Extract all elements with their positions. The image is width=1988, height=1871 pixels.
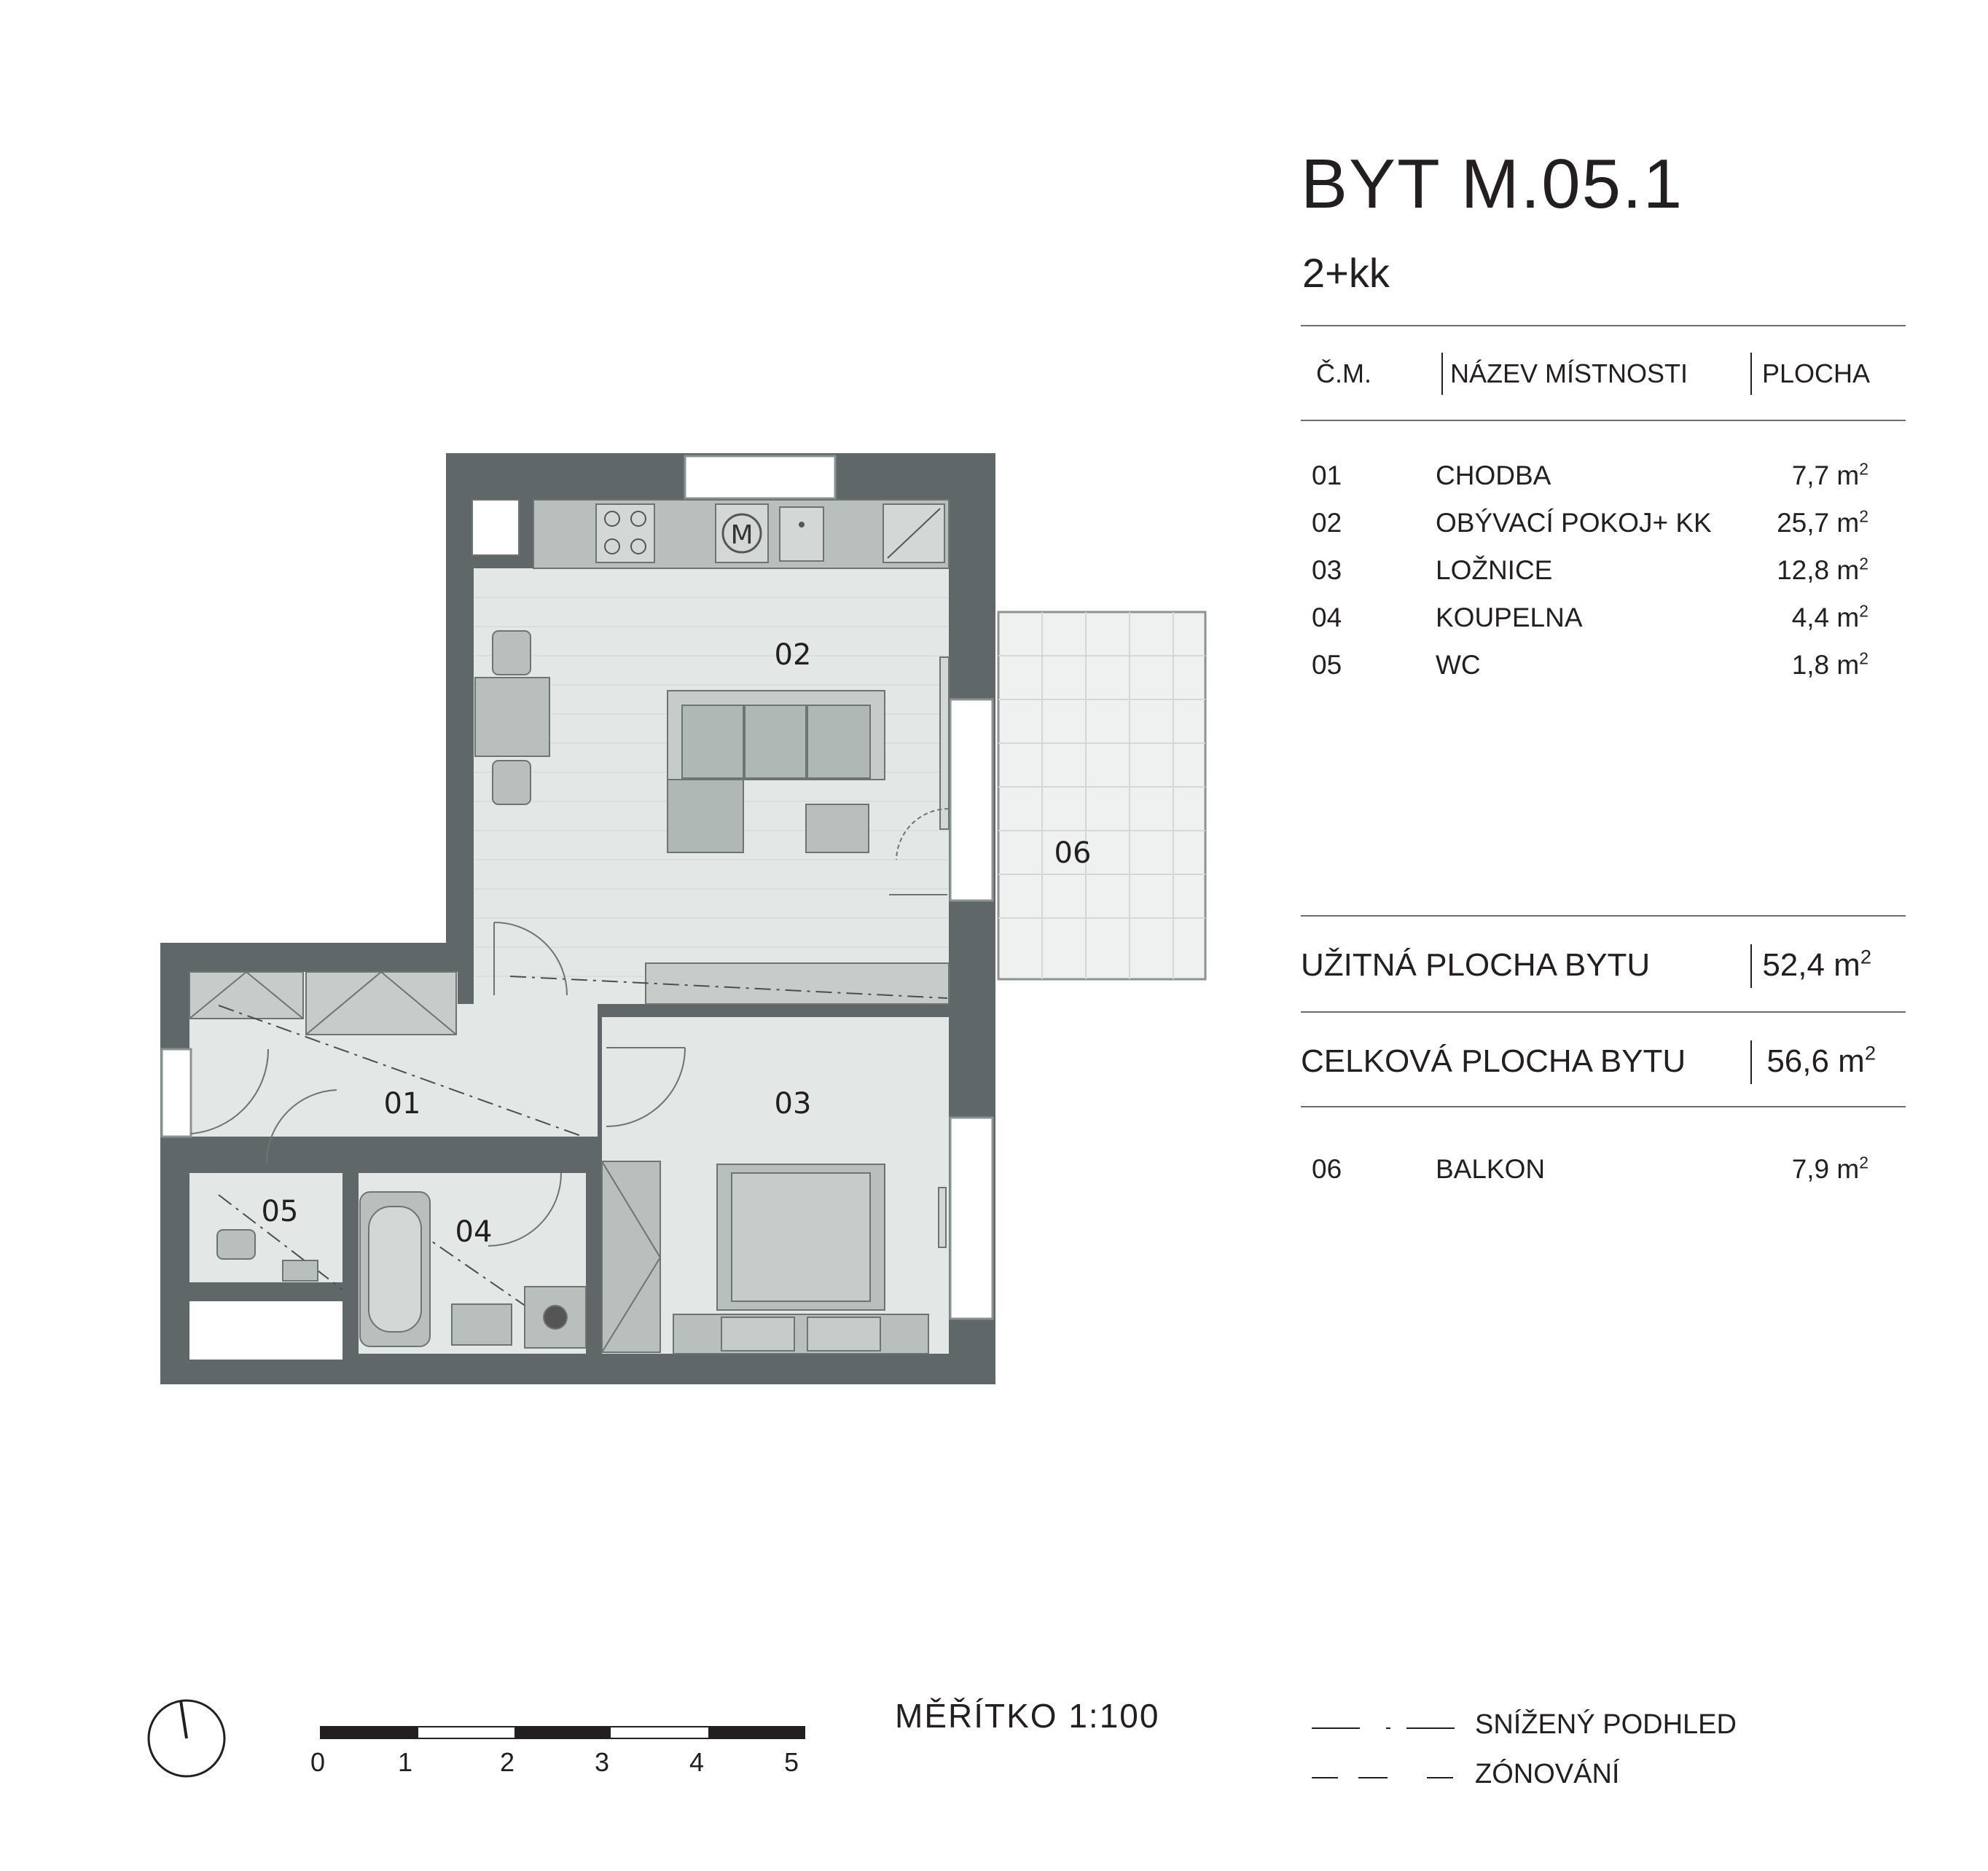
scale-bar <box>320 1726 805 1739</box>
room-area: 12,8 m2 <box>1777 554 1868 585</box>
interior-doors <box>190 922 686 1247</box>
room-number: 04 <box>1312 603 1342 632</box>
room-row: 04 KOUPELNA 4,4 m2 <box>0 603 1988 646</box>
divider <box>1301 420 1906 421</box>
room-label-03: 03 <box>775 1087 812 1121</box>
svg-text:M: M <box>730 520 753 550</box>
balcony <box>997 611 1207 981</box>
kitchen-counter: M <box>471 499 950 569</box>
room-label-01: 01 <box>384 1087 421 1121</box>
room-area: 7,9 m2 <box>1791 1153 1868 1184</box>
divider <box>1441 353 1443 395</box>
room-row: 01 CHODBA 7,7 m2 <box>0 460 1988 504</box>
sofa <box>667 690 885 853</box>
divider <box>1750 1040 1752 1084</box>
room-number: 06 <box>1312 1154 1342 1184</box>
room-area: 1,8 m2 <box>1791 648 1868 680</box>
usable-area-label: UŽITNÁ PLOCHA BYTU <box>1301 947 1651 983</box>
divider <box>1301 1106 1906 1107</box>
storage-floor <box>189 1301 343 1360</box>
room-row: 05 WC 1,8 m2 <box>0 650 1988 694</box>
scale-tick-label: 4 <box>689 1747 705 1777</box>
scale-tick-label: 1 <box>398 1747 413 1777</box>
room-row: 02 OBÝVACÍ POKOJ+ KK 25,7 m2 <box>0 508 1988 552</box>
north-arrow-icon <box>147 1699 226 1778</box>
balcony-row: 06 BALKON 7,9 m2 <box>0 1154 1988 1198</box>
scale-label: MĚŘÍTKO 1:100 <box>895 1697 1160 1735</box>
room-number: 01 <box>1312 460 1342 490</box>
total-area-label: CELKOVÁ PLOCHA BYTU <box>1301 1043 1686 1079</box>
balcony-door <box>889 656 950 895</box>
room-name: LOŽNICE <box>1436 555 1553 585</box>
scale-tick-label: 0 <box>310 1747 326 1777</box>
room-area: 7,7 m2 <box>1791 459 1868 490</box>
divider <box>1301 1011 1906 1013</box>
header-area: PLOCHA <box>1762 358 1871 388</box>
header-number: Č.M. <box>1316 358 1371 388</box>
divider <box>1750 944 1752 988</box>
divider <box>1750 353 1752 395</box>
bedroom-furniture <box>601 1161 947 1354</box>
room-name: CHODBA <box>1436 460 1551 490</box>
divider <box>1301 325 1906 326</box>
room-name: OBÝVACÍ POKOJ+ KK <box>1436 508 1712 538</box>
room-number: 03 <box>1312 555 1342 585</box>
apartment-layout: 2+kk <box>1302 250 1390 296</box>
room-label-02: 02 <box>775 638 812 672</box>
apartment-title: BYT M.05.1 <box>1301 145 1684 223</box>
room-area: 4,4 m2 <box>1791 601 1868 632</box>
hallway-wardrobes <box>189 962 950 1035</box>
room-name: BALKON <box>1436 1154 1546 1184</box>
room-label-06: 06 <box>1054 836 1092 870</box>
wc-fixtures <box>216 1229 318 1282</box>
room-area: 25,7 m2 <box>1777 506 1868 538</box>
header-name: NÁZEV MÍSTNOSTI <box>1450 358 1688 388</box>
room-number: 05 <box>1312 650 1342 680</box>
total-area-value: 56,6 m2 <box>1766 1041 1876 1079</box>
room-number: 02 <box>1312 508 1342 538</box>
room-row: 03 LOŽNICE 12,8 m2 <box>0 555 1988 599</box>
divider <box>1301 915 1906 917</box>
scale-tick-label: 3 <box>595 1747 610 1777</box>
room-label-05: 05 <box>262 1195 299 1228</box>
room-name: KOUPELNA <box>1436 603 1583 632</box>
scale-tick-label: 2 <box>500 1747 515 1777</box>
room-label-04: 04 <box>455 1215 493 1249</box>
legend-lowered-ceiling: SNÍŽENÝ PODHLED <box>1475 1709 1737 1740</box>
bathroom-fixtures <box>359 1191 587 1349</box>
usable-area-value: 52,4 m2 <box>1762 945 1871 983</box>
windows <box>160 455 994 1320</box>
legend-lines <box>1312 1727 1455 1778</box>
room-name: WC <box>1436 650 1481 680</box>
legend-zoning: ZÓNOVÁNÍ <box>1475 1759 1620 1789</box>
scale-tick-label: 5 <box>784 1747 799 1777</box>
dining-table <box>474 630 550 805</box>
